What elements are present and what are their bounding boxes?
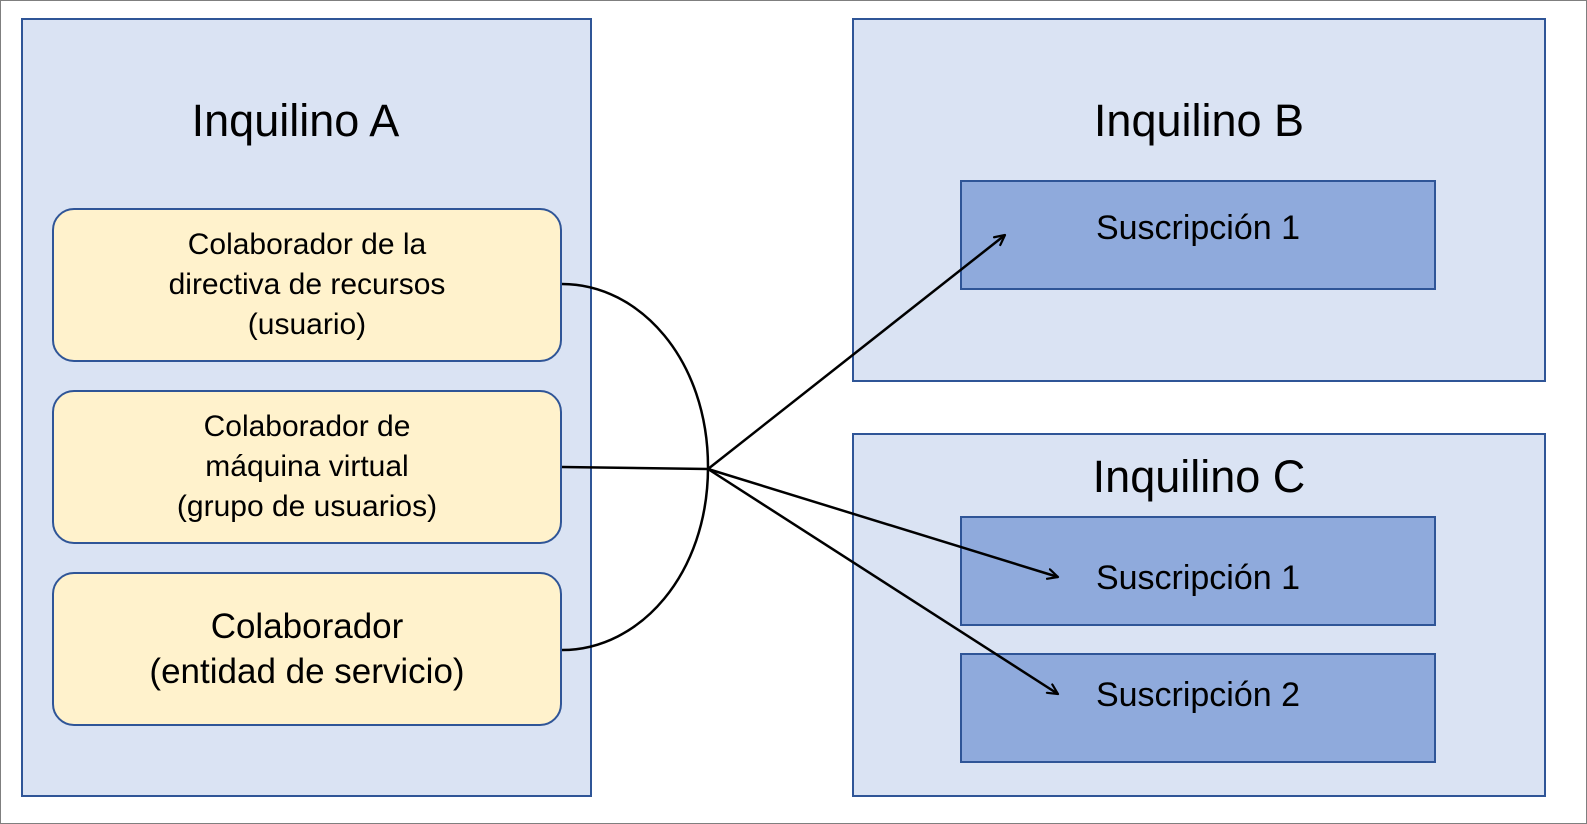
tenant-b-subscription-1: Suscripción 1 (960, 180, 1436, 290)
tenant-b-subscription-1-label: Suscripción 1 (1095, 209, 1301, 247)
tenant-b-title: Inquilino B (1093, 95, 1305, 146)
role-contributor-label: Colaborador (entidad de servicio) (149, 607, 465, 691)
role-contributor: Colaborador (entidad de servicio) (52, 572, 562, 726)
tenant-a-title: Inquilino A (191, 95, 400, 146)
role-resource-policy-contributor-label: Colaborador de la directiva de recursos … (168, 228, 446, 341)
tenant-c-title: Inquilino C (1092, 451, 1306, 502)
tenant-c-subscription-1-label: Suscripción 1 (1095, 559, 1301, 597)
tenant-c-subscription-1: Suscripción 1 (960, 516, 1436, 626)
tenant-c-subscription-2-label: Suscripción 2 (1095, 676, 1301, 714)
role-vm-contributor: Colaborador de máquina virtual (grupo de… (52, 390, 562, 544)
role-resource-policy-contributor: Colaborador de la directiva de recursos … (52, 208, 562, 362)
role-vm-contributor-label: Colaborador de máquina virtual (grupo de… (176, 410, 438, 523)
tenant-c-subscription-2: Suscripción 2 (960, 653, 1436, 763)
